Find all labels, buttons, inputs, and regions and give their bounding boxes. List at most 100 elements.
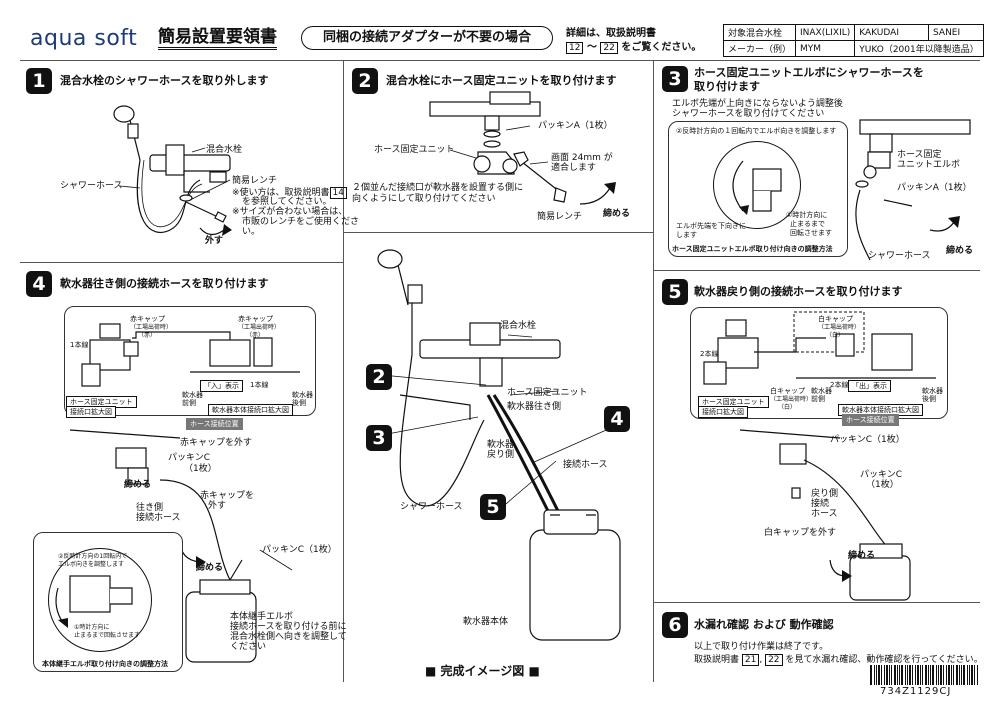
label-white-cap-sub: （白） [778, 404, 797, 411]
label-front: 軟水器 [182, 391, 203, 399]
inset-caption: 本体継手エルボ取り付け向きの調整方法 [42, 660, 168, 668]
detail-ref-range: 12 〜 22 をご覧ください。 [566, 38, 701, 54]
table-cell: メーカー（例） [722, 40, 797, 57]
inset-text: します [676, 231, 697, 239]
label-red-cap-sub: （赤） [138, 332, 157, 339]
manual-page-ref: 21 [741, 654, 760, 666]
note-text: ※サイズが合わない場合は、 [232, 207, 348, 217]
step-title: 水漏れ確認 および 動作確認 [694, 618, 834, 631]
table-cell: KAKUDAI [854, 24, 930, 41]
barcode-bar [876, 665, 877, 685]
note-text: い。 [242, 227, 261, 237]
step-title: 軟水器戻り側の接続ホースを取り付けます [694, 285, 903, 298]
step5-zoom-graphic [703, 311, 936, 385]
label-front: 軟水器 [811, 387, 832, 395]
barcode-bar [912, 665, 913, 685]
note-text: 接続ホースを取り付ける前に [230, 622, 347, 632]
completion-text: 以上で取り付け作業は終了です。 [694, 642, 829, 652]
barcode-bar [915, 665, 916, 685]
barcode-bar [889, 665, 890, 685]
label-return-side2: 戻り側 [487, 450, 515, 460]
barcode-bar [961, 665, 962, 685]
label-rear: 軟水器 [922, 387, 943, 395]
label-packing-c: パッキンC [168, 453, 211, 463]
label-packing-c2: （1枚） [184, 464, 217, 474]
barcode-number: 734Z1129CJ [880, 686, 952, 697]
label-white-cap-sub: （工場出荷時） [818, 324, 861, 331]
label-shower-hose: シャワーホース [60, 181, 123, 191]
divider [653, 60, 654, 682]
barcode-bar [959, 665, 960, 685]
label-red-cap-sub: （赤） [246, 332, 265, 339]
table-cell: MYM [795, 40, 856, 57]
barcode-bar [938, 665, 939, 685]
step3-illustration [855, 119, 971, 261]
barcode-bar [922, 665, 923, 685]
step-number-badge: 6 [662, 612, 688, 638]
step-title: 取り付けます [694, 80, 760, 93]
label-front2: 前側 [182, 399, 196, 407]
inset-caption: ホース固定ユニットエルボ取り付け向きの調整方法 [672, 245, 833, 253]
note-text: シャワーホースを取り付けてください [672, 109, 825, 119]
label-across: 画面 24mm が [551, 153, 613, 163]
barcode-bar [974, 665, 975, 685]
barcode-bar [909, 665, 911, 685]
inset-text: 止まるまで回転させます [74, 632, 141, 639]
note-text: 向くようにして取り付けてください [352, 194, 496, 204]
step4-illustration [69, 429, 293, 663]
step-title: 混合水栓のシャワーホースを取り外します [60, 74, 269, 87]
note-text: を参照してください。 [242, 197, 332, 207]
label-remove-red: 赤キャップを外す [180, 438, 253, 448]
label-shower-hose: シャワーホース [868, 251, 931, 261]
barcode-bar [977, 665, 978, 685]
label-faucet: 混合水栓 [500, 321, 537, 331]
label-rear: 軟水器 [292, 391, 313, 399]
barcode-bar [901, 665, 903, 685]
completion-ref-line: 取扱説明書 21, 22 を見て水漏れ確認、動作確認を行ってください。 [694, 654, 983, 666]
label-faucet: 混合水栓 [206, 145, 243, 155]
note-text: 市販のレンチをご使用くださ [242, 217, 360, 227]
label-return-hose3: ホース [811, 509, 838, 519]
barcode-bar [905, 665, 906, 685]
divider [20, 262, 343, 263]
inset-text: ②反時計方向の1回転内で [58, 553, 128, 560]
ref-suffix: を見て水漏れ確認、動作確認を行ってください。 [785, 655, 983, 665]
divider [20, 60, 980, 61]
barcode-bar [917, 665, 919, 685]
label-packing-a: パッキンA（1枚） [538, 121, 613, 131]
elbow-zoom-graphic [732, 160, 782, 215]
barcode-bar [894, 665, 896, 685]
step-title: 混合水栓にホース固定ユニットを取り付けます [386, 74, 617, 87]
unit-zoom-caption: 接続口拡大図 [66, 406, 116, 418]
detail-ref-line: 詳細は、取扱説明書 [566, 28, 656, 39]
inset-text: ①時計方向に [74, 624, 110, 631]
brand-logo: aqua soft [30, 26, 138, 51]
manual-page-ref: 12 [566, 42, 584, 54]
label-one-line: 1本線 [250, 381, 269, 389]
label-two-line: 2本線 [830, 381, 849, 389]
step-number-badge: 3 [662, 66, 688, 92]
document-title: 簡易設置要領書 [158, 27, 277, 50]
manual-page-ref: 22 [765, 654, 783, 666]
label-packing-c2b: （1枚） [866, 480, 899, 490]
barcode-bar [940, 665, 942, 685]
manual-page-ref: 14 [329, 187, 347, 199]
label-white-cap: 白キャップ [818, 315, 853, 323]
table-cell: 対象混合水栓 [722, 24, 797, 41]
label-unit: ホース固定ユニット [374, 145, 455, 155]
label-tighten: 締める [124, 480, 152, 490]
label-connect-hose: 接続ホース [563, 460, 608, 470]
barcode-bar [881, 665, 882, 685]
label-packing-a: パッキンA（1枚） [897, 183, 972, 193]
label-tighten: 締める [603, 209, 631, 219]
barcode-bar [925, 665, 927, 685]
label-tighten: 締める [848, 551, 876, 561]
label-white-cap-sub: （白） [826, 332, 845, 339]
barcode-bar [899, 665, 900, 685]
label-front2: 前側 [811, 395, 825, 403]
barcode-bar [967, 665, 968, 685]
label-return-hose2: 接続 [811, 499, 830, 509]
label-one-line: 1本線 [70, 341, 89, 349]
label-red-cap: 赤キャップ [130, 315, 165, 323]
barcode-bar [956, 665, 958, 685]
